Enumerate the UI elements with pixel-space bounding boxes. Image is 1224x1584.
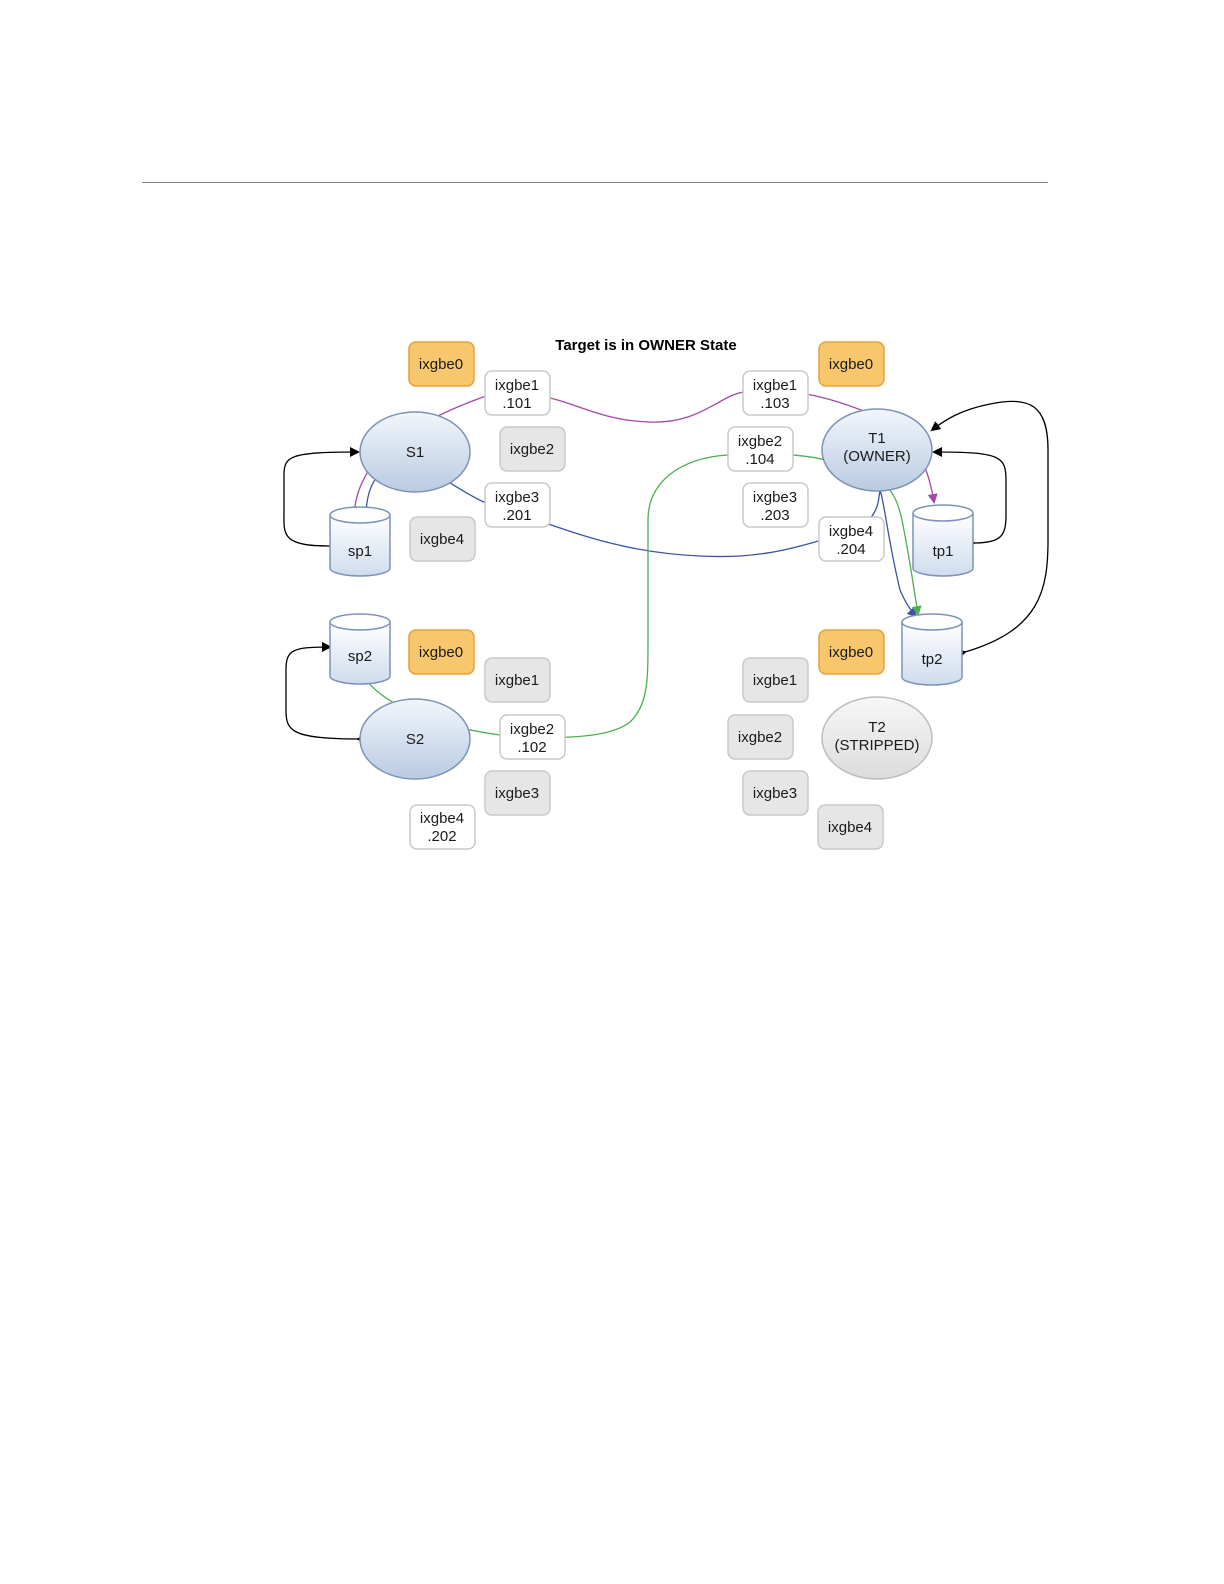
t1-ixgbe2: ixgbe2 .104 xyxy=(728,427,793,471)
s2-ixgbe2-address: .102 xyxy=(517,739,546,756)
pool-tp1: tp1 xyxy=(913,505,973,576)
t1-ixgbe4-address: .204 xyxy=(836,541,865,558)
replication-link-green xyxy=(363,454,918,738)
t1-ixgbe0-label: ixgbe0 xyxy=(829,356,873,373)
node-t1: T1 (OWNER) xyxy=(822,409,932,491)
t2-ixgbe2: ixgbe2 xyxy=(728,715,793,759)
s2-ixgbe4: ixgbe4 .202 xyxy=(410,805,475,849)
node-t1-label-line1: T1 xyxy=(868,430,886,447)
s1-ixgbe1-address: .101 xyxy=(502,395,531,412)
s1-ixgbe3-label: ixgbe3 xyxy=(495,489,539,506)
s1-ixgbe1-label: ixgbe1 xyxy=(495,377,539,394)
s2-ixgbe4-address: .202 xyxy=(427,828,456,845)
t2-ixgbe1-label: ixgbe1 xyxy=(753,672,797,689)
pool-tp1-label: tp1 xyxy=(933,543,954,560)
t1-ixgbe1-label: ixgbe1 xyxy=(753,377,797,394)
node-t2-label-line1: T2 xyxy=(868,719,886,736)
s2-ixgbe0-label: ixgbe0 xyxy=(419,644,463,661)
s1-ixgbe0-label: ixgbe0 xyxy=(419,356,463,373)
s1-ixgbe4-label: ixgbe4 xyxy=(420,531,464,548)
pool-tp2: tp2 xyxy=(902,614,962,685)
s1-ixgbe0: ixgbe0 xyxy=(409,342,474,386)
node-s2: S2 xyxy=(360,699,470,779)
t1-ixgbe0: ixgbe0 xyxy=(819,342,884,386)
t2-ixgbe3-label: ixgbe3 xyxy=(753,785,797,802)
t1-ixgbe2-address: .104 xyxy=(745,451,774,468)
s1-ixgbe2: ixgbe2 xyxy=(500,427,565,471)
t2-ixgbe0: ixgbe0 xyxy=(819,630,884,674)
s2-ixgbe1-label: ixgbe1 xyxy=(495,672,539,689)
node-t2: T2 (STRIPPED) xyxy=(822,697,932,779)
t2-ixgbe4-label: ixgbe4 xyxy=(828,819,872,836)
s2-ixgbe2: ixgbe2 .102 xyxy=(500,715,565,759)
pool-sp2-label: sp2 xyxy=(348,648,372,665)
t1-ixgbe3-label: ixgbe3 xyxy=(753,489,797,506)
pool-sp2: sp2 xyxy=(330,614,390,684)
diagram-title: Target is in OWNER State xyxy=(555,337,736,354)
s1-ixgbe4: ixgbe4 xyxy=(410,517,475,561)
t1-ixgbe3: ixgbe3 .203 xyxy=(743,483,808,527)
s1-ixgbe1: ixgbe1 .101 xyxy=(485,371,550,415)
node-t1-label-line2: (OWNER) xyxy=(843,448,911,465)
s2-ixgbe2-label: ixgbe2 xyxy=(510,721,554,738)
t2-ixgbe0-label: ixgbe0 xyxy=(829,644,873,661)
t1-ixgbe2-label: ixgbe2 xyxy=(738,433,782,450)
node-t2-label-line2: (STRIPPED) xyxy=(834,737,919,754)
t1-ixgbe4: ixgbe4 .204 xyxy=(819,517,884,561)
t1-ixgbe3-address: .203 xyxy=(760,507,789,524)
t1-ixgbe4-label: ixgbe4 xyxy=(829,523,873,540)
pool-sp1: sp1 xyxy=(330,507,390,576)
s2-ixgbe1: ixgbe1 xyxy=(485,658,550,702)
t1-ixgbe1: ixgbe1 .103 xyxy=(743,371,808,415)
s2-ixgbe4-label: ixgbe4 xyxy=(420,810,464,827)
s2-ixgbe0: ixgbe0 xyxy=(409,630,474,674)
t2-ixgbe2-label: ixgbe2 xyxy=(738,729,782,746)
t2-ixgbe1: ixgbe1 xyxy=(743,658,808,702)
s1-ixgbe3-address: .201 xyxy=(502,507,531,524)
t1-ixgbe1-address: .103 xyxy=(760,395,789,412)
s2-ixgbe3-label: ixgbe3 xyxy=(495,785,539,802)
pool-sp1-label: sp1 xyxy=(348,543,372,560)
node-s2-label: S2 xyxy=(406,731,424,748)
node-s1: S1 xyxy=(360,412,470,492)
t2-ixgbe3: ixgbe3 xyxy=(743,771,808,815)
s1-ixgbe3: ixgbe3 .201 xyxy=(485,483,550,527)
pool-tp2-label: tp2 xyxy=(922,651,943,668)
t2-ixgbe4: ixgbe4 xyxy=(818,805,883,849)
node-s1-label: S1 xyxy=(406,444,424,461)
s2-ixgbe3: ixgbe3 xyxy=(485,771,550,815)
s1-ixgbe2-label: ixgbe2 xyxy=(510,441,554,458)
